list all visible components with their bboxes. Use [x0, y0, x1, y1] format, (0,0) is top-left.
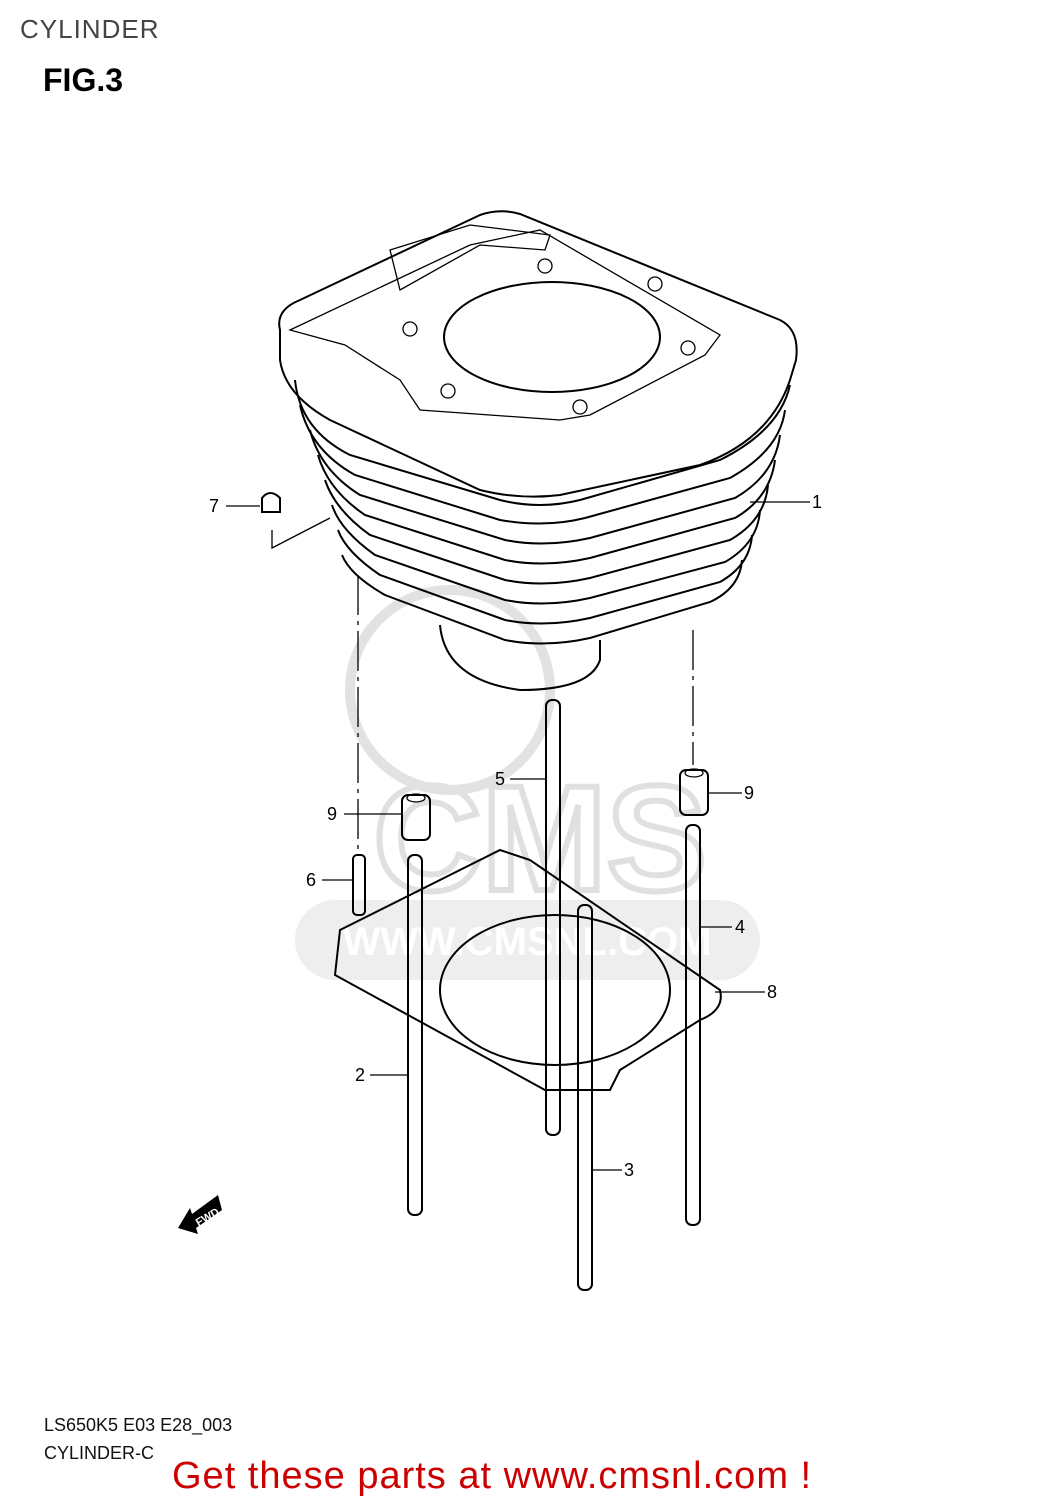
page-title: CYLINDER — [20, 14, 160, 44]
callout-3: 3 — [624, 1160, 634, 1180]
fwd-arrow-icon: FWD — [178, 1195, 222, 1234]
callout-6: 6 — [306, 870, 316, 890]
figure-number: FIG.3 — [43, 62, 124, 98]
cylinder-fins — [294, 379, 791, 645]
callout-8: 8 — [767, 982, 777, 1002]
cylinder-base-gasket — [333, 848, 722, 1091]
fwd-label: FWD — [194, 1206, 222, 1229]
callout-2: 2 — [355, 1065, 365, 1085]
studs — [261, 492, 709, 1291]
callout-4: 4 — [735, 917, 745, 937]
diagram-code: LS650K5 E03 E28_003 — [44, 1415, 233, 1435]
cylinder — [278, 210, 798, 692]
diagram-name: CYLINDER-C — [44, 1443, 155, 1463]
watermark-url: WWW.CMSNL.COM — [343, 920, 712, 964]
watermark-logo: CMS — [373, 754, 706, 922]
promo-link[interactable]: Get these parts at www.cmsnl.com ! — [172, 1455, 813, 1497]
callouts: 1 7 5 9 9 6 4 8 2 3 — [209, 492, 822, 1180]
callout-9-left: 9 — [327, 804, 337, 824]
callout-9-right: 9 — [744, 783, 754, 803]
callout-5: 5 — [495, 769, 505, 789]
callout-7: 7 — [209, 496, 219, 516]
callout-1: 1 — [812, 492, 822, 512]
watermark: WWW.CMSNL.COM CMS — [295, 585, 760, 980]
guide-lines — [271, 517, 694, 855]
